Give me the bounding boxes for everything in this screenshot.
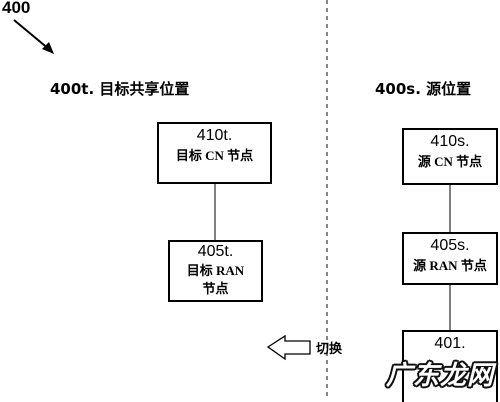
target-ran-node-name-line2: 节点 bbox=[202, 281, 229, 296]
source-cn-node: 410s. 源 CN 节点 bbox=[402, 128, 498, 185]
target-cn-node: 410t. 目标 CN 节点 bbox=[157, 122, 272, 184]
figure-number: 400 bbox=[2, 0, 31, 17]
target-ran-node-id: 405t. bbox=[197, 243, 234, 260]
source-ran-node-name: 源 RAN 节点 bbox=[413, 258, 487, 273]
source-ran-node: 405s. 源 RAN 节点 bbox=[402, 232, 498, 285]
source-cn-node-id: 410s. bbox=[430, 133, 470, 150]
target-location-label: 400t. 目标共享位置 bbox=[50, 80, 190, 98]
figure-pointer-line bbox=[13, 19, 51, 51]
target-cn-node-id: 410t. bbox=[196, 127, 233, 144]
target-ran-node-name-line1: 目标 RAN bbox=[186, 263, 245, 278]
source-cn-node-name: 源 CN 节点 bbox=[417, 154, 483, 169]
source-location-label: 400s. 源位置 bbox=[375, 80, 472, 98]
watermark: 广东龙网 bbox=[385, 361, 494, 391]
target-ran-node: 405t. 目标 RAN 节点 bbox=[168, 240, 263, 302]
handover-arrow bbox=[266, 334, 311, 361]
target-cn-node-name: 目标 CN 节点 bbox=[175, 148, 254, 163]
device-node-id: 401. bbox=[434, 335, 466, 352]
source-ran-node-id: 405s. bbox=[430, 237, 470, 254]
handover-label: 切换 bbox=[316, 342, 343, 357]
device-node: 401. bbox=[402, 330, 498, 402]
figure-pointer-arrowhead bbox=[42, 42, 54, 54]
